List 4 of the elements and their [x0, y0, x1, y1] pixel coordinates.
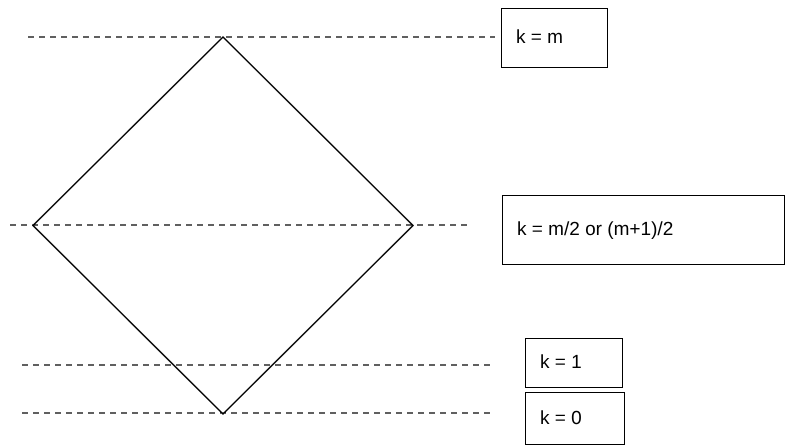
level-label: k = 0: [525, 392, 625, 445]
level-label: k = m/2 or (m+1)/2: [502, 195, 785, 265]
level-label: k = m: [501, 8, 608, 68]
level-label: k = 1: [525, 338, 623, 388]
